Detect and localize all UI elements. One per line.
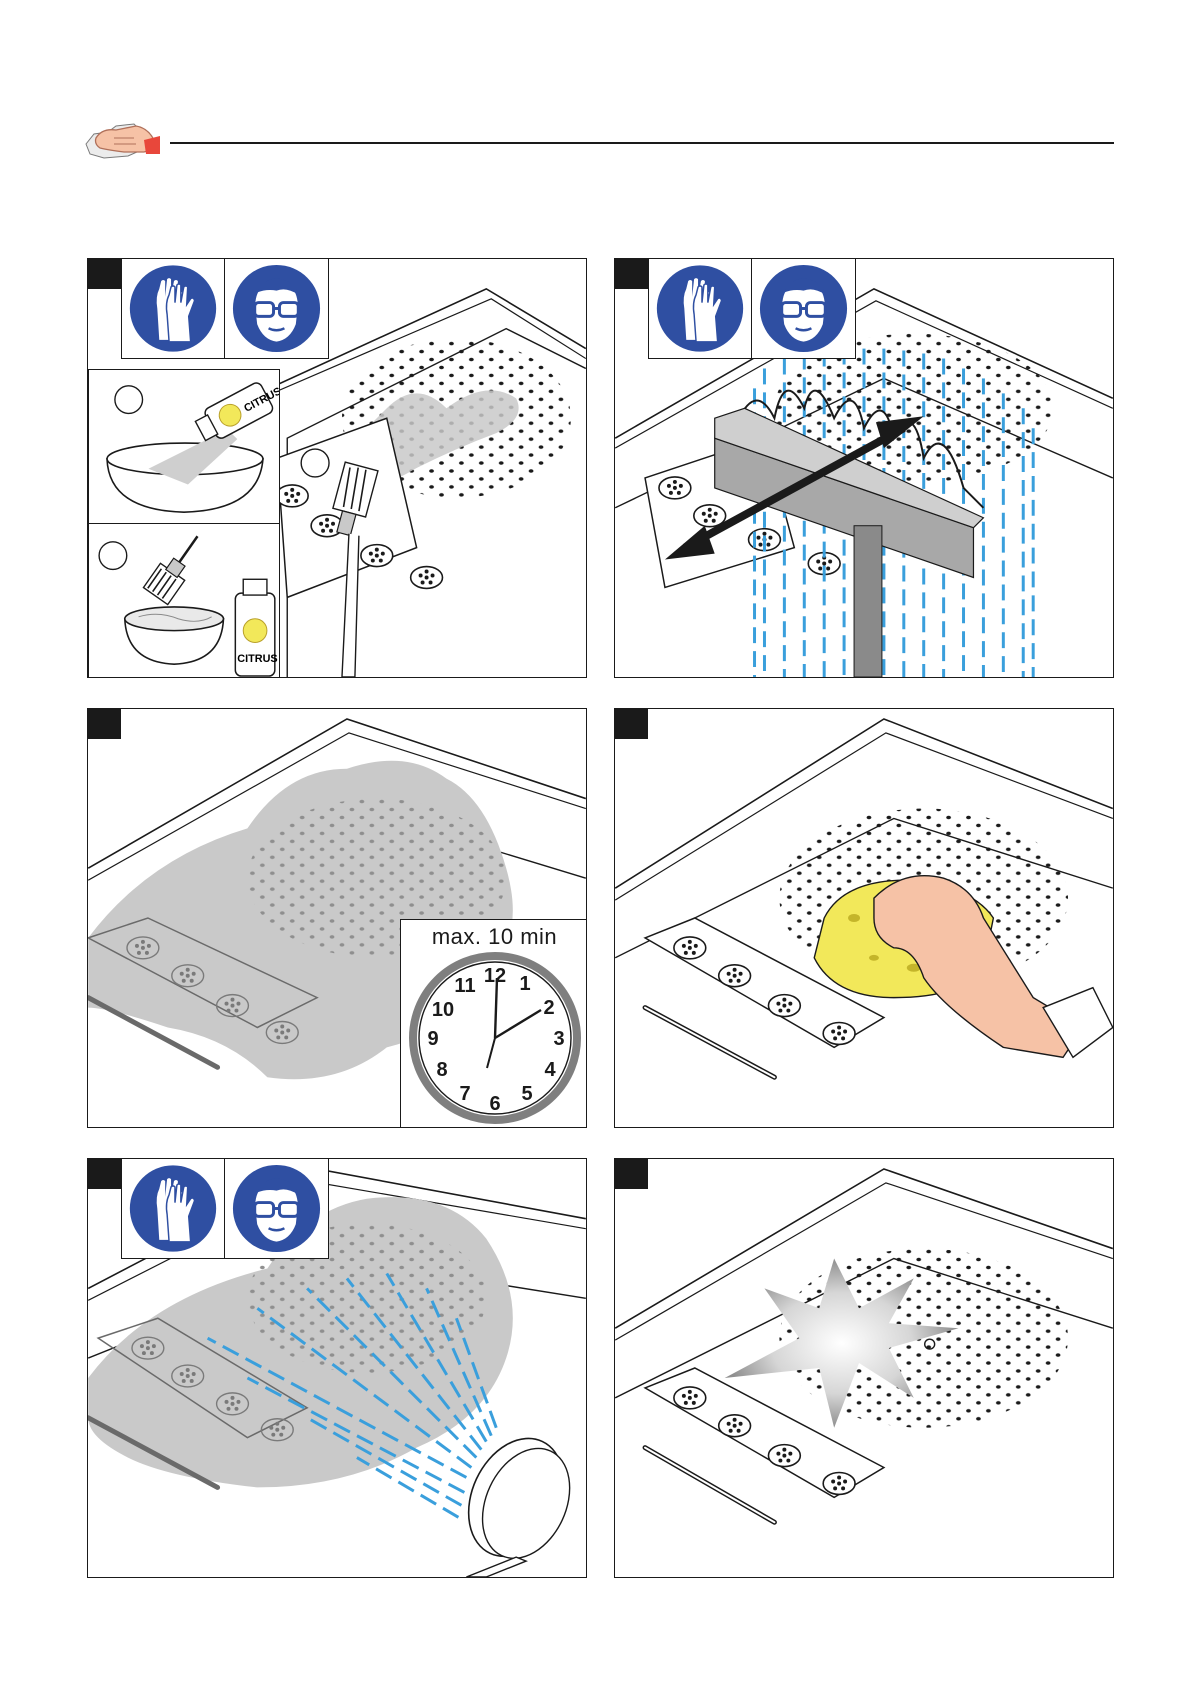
step-panel-rinse-hand-shower xyxy=(87,1158,587,1578)
step-panel-scrub-rinse xyxy=(614,258,1114,678)
inset-pour-powder: CITRUS xyxy=(88,369,280,525)
clock-number: 3 xyxy=(553,1028,564,1050)
step-number-marker xyxy=(88,259,121,289)
citrus-label: CITRUS xyxy=(237,653,277,665)
clock-number: 9 xyxy=(427,1028,438,1050)
step-panel-wait: max. 10 min 12 1 2 3 4 5 6 7 8 9 10 11 xyxy=(87,708,587,1128)
safety-signs xyxy=(121,259,329,361)
header-rule xyxy=(170,142,1114,144)
timer-box: max. 10 min 12 1 2 3 4 5 6 7 8 9 10 11 xyxy=(400,919,587,1128)
clock-icon: 12 1 2 3 4 5 6 7 8 9 10 11 xyxy=(407,950,583,1126)
hand-shower-icon xyxy=(450,1423,586,1577)
gloves-icon xyxy=(121,259,225,359)
step-number-marker xyxy=(88,709,121,739)
step-panel-wipe-sponge xyxy=(614,708,1114,1128)
timer-label: max. 10 min xyxy=(401,920,587,950)
clock-number: 5 xyxy=(521,1083,532,1105)
step-panel-apply-cleaner: CITRUS CITRUS xyxy=(87,258,587,678)
safety-signs xyxy=(121,1159,329,1261)
goggles-icon xyxy=(225,1159,329,1259)
shower-head-illustration xyxy=(615,709,1113,1127)
step-number-marker xyxy=(615,1159,648,1189)
clock-number: 2 xyxy=(543,997,554,1019)
clock-number: 11 xyxy=(454,975,475,997)
inset-mix-solution: CITRUS xyxy=(88,523,280,678)
goggles-icon xyxy=(752,259,856,359)
goggles-icon xyxy=(225,259,329,359)
clock-number: 10 xyxy=(432,999,454,1021)
clock-number: 7 xyxy=(459,1083,470,1105)
gloves-icon xyxy=(121,1159,225,1259)
step-number-marker xyxy=(88,1159,121,1189)
step-panel-clean-result xyxy=(614,1158,1114,1578)
safety-signs xyxy=(648,259,856,361)
shower-head-illustration xyxy=(615,1159,1113,1577)
step-number-marker xyxy=(615,709,648,739)
hand-cleaning-icon xyxy=(84,118,160,166)
clock-number: 12 xyxy=(484,965,506,987)
clock-number: 6 xyxy=(489,1093,500,1115)
gloves-icon xyxy=(648,259,752,359)
clock-number: 1 xyxy=(519,973,530,995)
step-number-marker xyxy=(615,259,648,289)
clock-number: 8 xyxy=(436,1059,447,1081)
clock-number: 4 xyxy=(544,1059,556,1081)
section-header xyxy=(84,118,1114,168)
